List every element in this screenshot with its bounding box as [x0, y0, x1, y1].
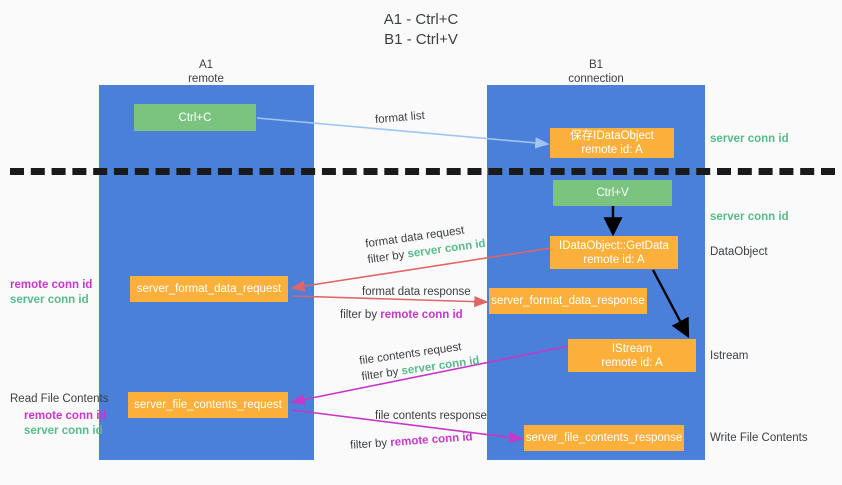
node-server-file-contents-request[interactable]: server_file_contents_request: [128, 392, 288, 418]
node-server-file-contents-response[interactable]: server_file_contents_response: [524, 425, 684, 451]
annotation-left-read-file-contents-group: Read File Contents remote conn id server…: [10, 392, 108, 439]
node-server-format-data-request[interactable]: server_format_data_request: [130, 276, 288, 302]
edge-label-file-contents-response-filter: filter by remote conn id: [350, 428, 488, 454]
filter-value-remote-conn-id: remote conn id: [389, 431, 473, 449]
annotation-remote-conn-id-1: remote conn id: [10, 279, 93, 291]
annotation-remote-conn-id-2: remote conn id: [24, 410, 107, 422]
node-getdata-line2: remote id: A: [583, 253, 645, 266]
edge-label-format-data-response-line1: format data response: [362, 286, 471, 298]
node-ctrl-c-label: Ctrl+C: [178, 111, 212, 124]
annotation-istream: Istream: [710, 350, 749, 362]
node-idataobject-getdata[interactable]: IDataObject::GetData remote id: A: [550, 236, 678, 269]
column-b1-name: B1: [588, 59, 604, 71]
node-istream[interactable]: IStream remote id: A: [568, 339, 696, 372]
filter-prefix: filter by: [340, 309, 381, 321]
node-getdata-line1: IDataObject::GetData: [559, 239, 669, 252]
annotation-dataobject: DataObject: [710, 246, 768, 258]
filter-value-remote-conn-id: remote conn id: [380, 309, 463, 321]
edge-label-file-contents-request: file contents request filter by server c…: [358, 337, 481, 385]
node-server-file-contents-response-label: server_file_contents_response: [525, 432, 683, 444]
filter-prefix: filter by: [349, 436, 391, 452]
annotation-server-conn-id-mid: server conn id: [710, 211, 789, 223]
edge-label-file-contents-response: file contents response filter by remote …: [350, 408, 487, 452]
annotation-write-file-contents: Write File Contents: [710, 432, 808, 444]
filter-prefix: filter by: [360, 365, 403, 384]
node-save-idataobject-line1: 保存IDataObject: [570, 130, 654, 142]
node-server-file-contents-request-label: server_file_contents_request: [134, 399, 282, 411]
node-server-format-data-request-label: server_format_data_request: [136, 283, 282, 295]
node-save-idataobject[interactable]: 保存IDataObject remote id: A: [550, 128, 674, 158]
edge-label-format-data-response: format data response filter by remote co…: [340, 284, 471, 323]
node-server-format-data-response-label: server_format_data_response: [491, 295, 645, 307]
node-ctrl-c[interactable]: Ctrl+C: [134, 104, 256, 131]
title-line-2: B1 - Ctrl+V: [384, 31, 458, 48]
node-server-format-data-response[interactable]: server_format_data_response: [489, 288, 647, 314]
column-a1-name: A1: [198, 59, 214, 71]
column-a1-sub: remote: [188, 73, 224, 85]
node-istream-line2: remote id: A: [601, 356, 663, 369]
edge-label-format-list: format list: [374, 108, 426, 128]
annotation-read-file-contents: Read File Contents: [10, 393, 109, 405]
column-header-b1: B1 connection: [516, 58, 676, 86]
phase-divider: [10, 168, 835, 175]
page-title: A1 - Ctrl+C B1 - Ctrl+V: [0, 10, 842, 50]
annotation-left-conn-ids-1: remote conn id server conn id: [10, 278, 92, 308]
edge-label-file-contents-response-line1: file contents response: [375, 410, 487, 422]
edge-label-format-data-request: format data request filter by server con…: [364, 220, 487, 268]
edge-label-format-list-text: format list: [374, 109, 426, 127]
filter-prefix: filter by: [366, 248, 409, 267]
column-b1-sub: connection: [568, 73, 624, 85]
node-ctrl-v[interactable]: Ctrl+V: [553, 180, 672, 206]
annotation-server-conn-id-2: server conn id: [24, 425, 103, 437]
edge-label-format-data-response-filter: filter by remote conn id: [340, 307, 471, 323]
node-istream-line1: IStream: [611, 342, 653, 355]
title-line-1: A1 - Ctrl+C: [383, 11, 459, 28]
column-header-a1: A1 remote: [126, 58, 286, 86]
node-save-idataobject-line2: remote id: A: [581, 144, 643, 156]
annotation-server-conn-id-1: server conn id: [10, 294, 89, 306]
node-ctrl-v-label: Ctrl+V: [596, 187, 629, 199]
annotation-server-conn-id-top: server conn id: [710, 133, 789, 145]
